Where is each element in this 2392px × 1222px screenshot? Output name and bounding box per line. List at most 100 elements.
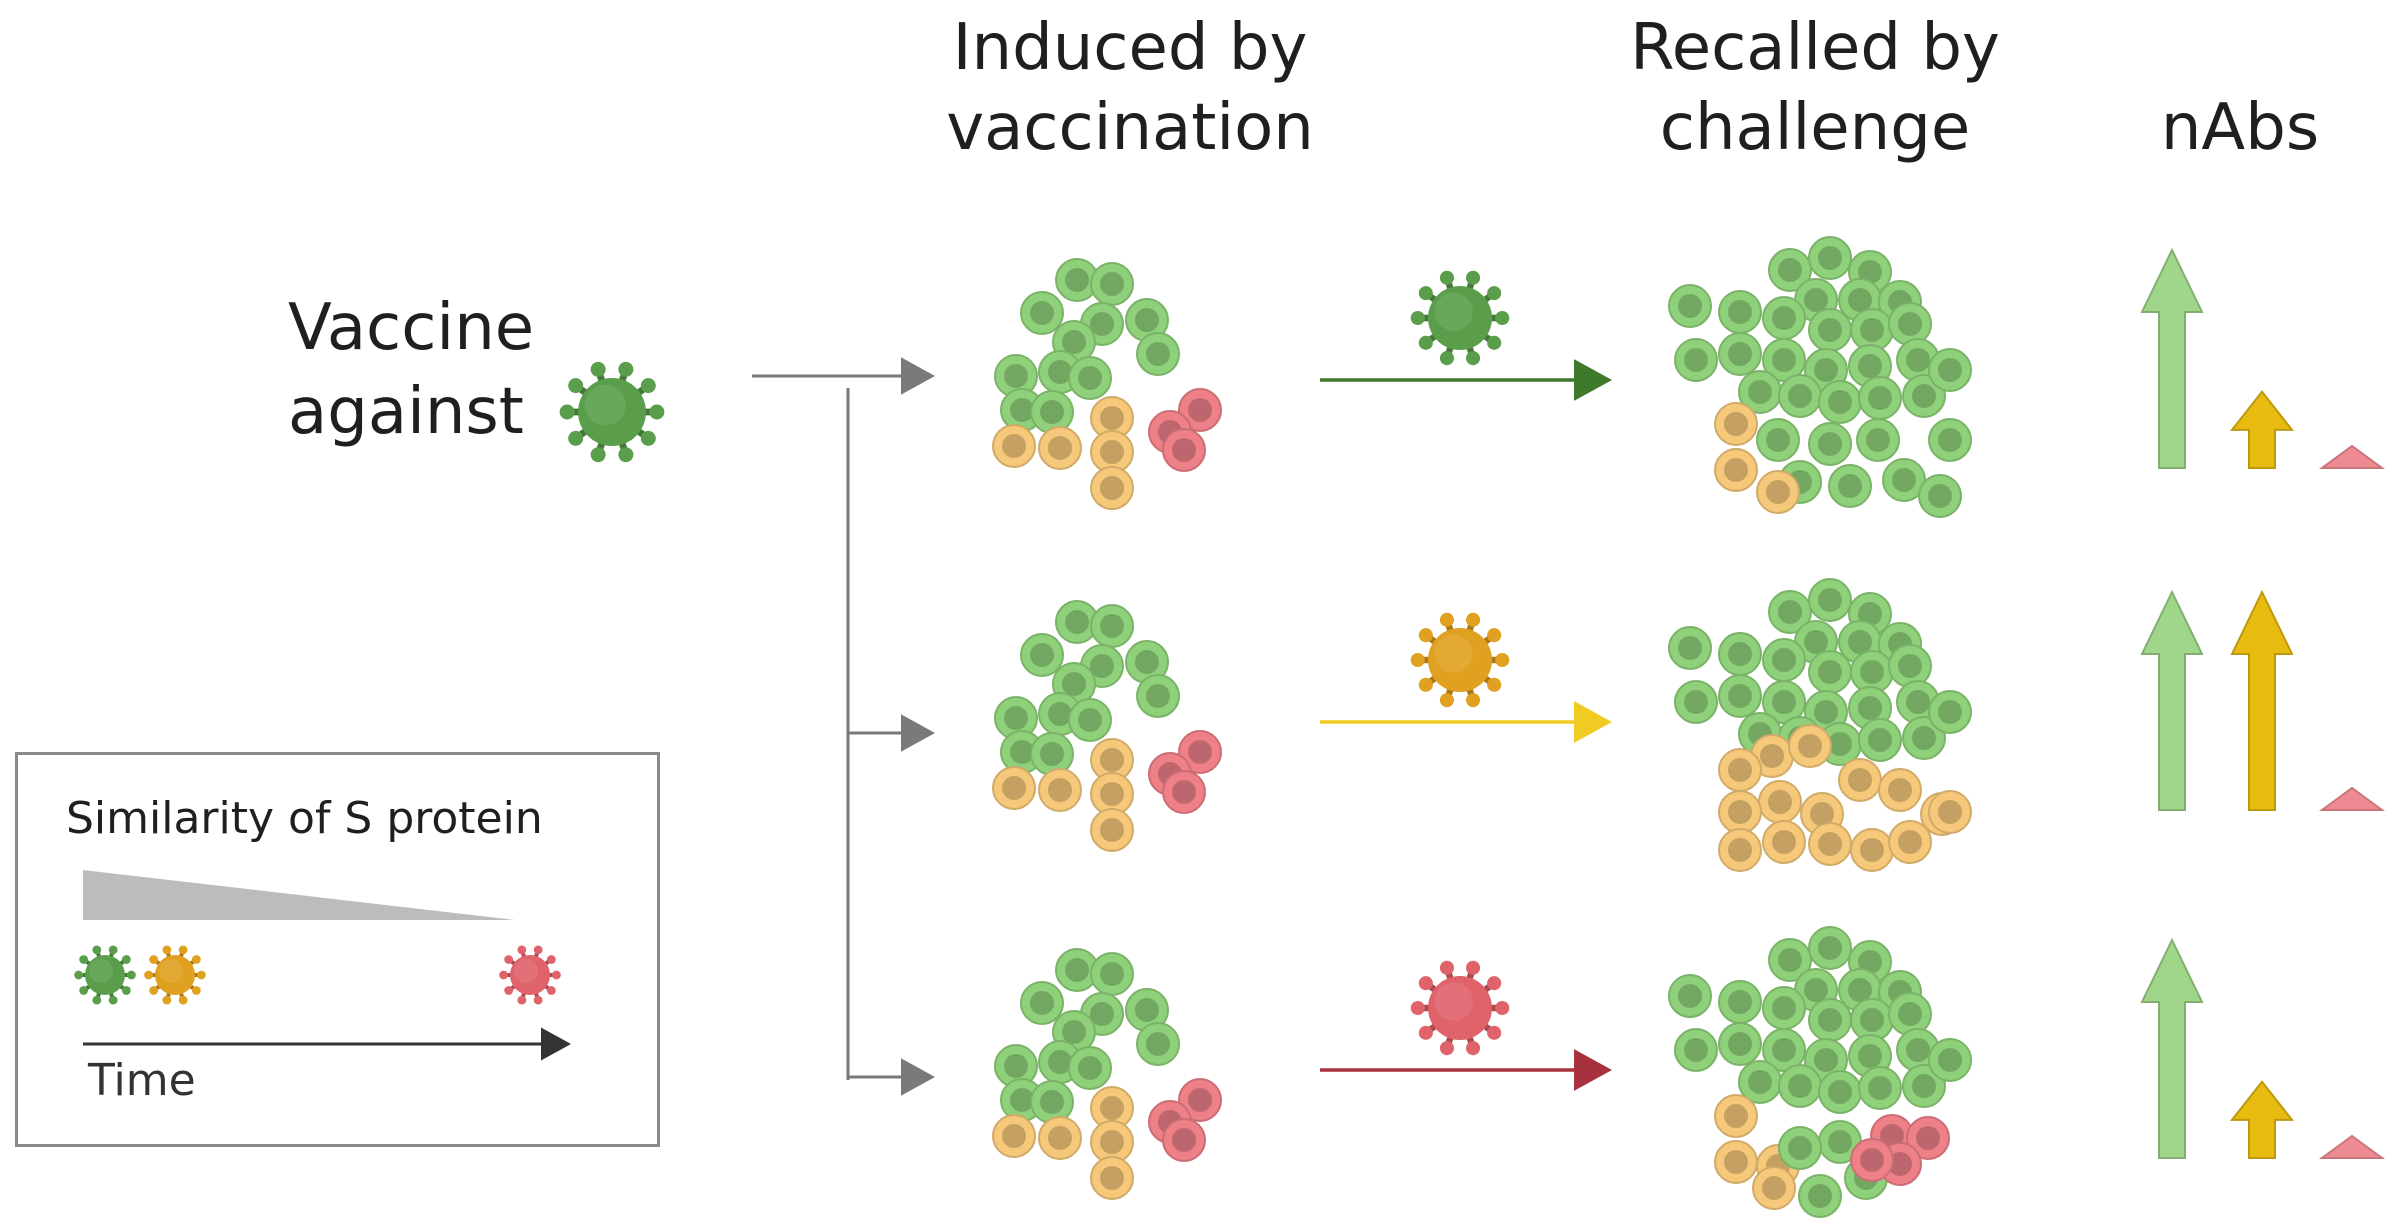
b-cell [1030, 390, 1074, 434]
cell-nucleus [1766, 480, 1790, 504]
cell-nucleus [1858, 354, 1882, 378]
b-cell [1178, 730, 1222, 774]
cell-nucleus [1078, 1056, 1102, 1080]
virus-highlight [514, 959, 538, 983]
recalled-b-cell-cluster [1668, 926, 1972, 1218]
virus-spike-tip [1439, 270, 1454, 285]
virus-spike-tip [162, 995, 172, 1005]
cell-nucleus [1684, 1038, 1708, 1062]
cell-nucleus [1818, 936, 1842, 960]
header-nabs-text: nAbs [2160, 91, 2320, 165]
b-cell [1808, 926, 1852, 970]
virus-spike-tip [121, 955, 131, 964]
virus-spike-tip [568, 430, 584, 446]
cell-nucleus [1898, 654, 1922, 678]
cell-nucleus [1838, 474, 1862, 498]
nabs-mark [2140, 589, 2204, 811]
cell-nucleus [1788, 1074, 1812, 1098]
b-cell [1718, 332, 1762, 376]
challenge-red-virus-icon [1410, 960, 1510, 1056]
virus-spike-tip [191, 955, 201, 964]
virus-spike-tip [149, 986, 159, 995]
virus-spike-tip [1418, 1025, 1433, 1040]
cell-nucleus [1828, 1130, 1852, 1154]
cell-nucleus [1065, 958, 1089, 982]
b-cell [1850, 998, 1894, 1042]
virus-spike-tip [1418, 976, 1433, 991]
cell-nucleus [1090, 1002, 1114, 1026]
b-cell [1756, 470, 1800, 514]
cell-nucleus [1010, 398, 1034, 422]
cell-nucleus [1188, 740, 1212, 764]
virus-spike-tip [1466, 1041, 1481, 1056]
cell-nucleus [1724, 1104, 1748, 1128]
b-cell [1768, 248, 1812, 292]
b-cell [1674, 1028, 1718, 1072]
cell-nucleus [1062, 330, 1086, 354]
cell-nucleus [1818, 588, 1842, 612]
virus-spike-tip [1487, 1025, 1502, 1040]
b-cell [1674, 680, 1718, 724]
cell-nucleus [1804, 630, 1828, 654]
cell-nucleus [1172, 1128, 1196, 1152]
branch-arrow-middle [848, 714, 935, 752]
b-cell [1714, 448, 1758, 492]
virus-spike-tip [92, 995, 102, 1005]
virus-spike-tip [1410, 1000, 1425, 1016]
legend-time-label: Time [88, 1055, 196, 1106]
b-cell [1668, 626, 1712, 670]
b-cell [1808, 822, 1852, 866]
vaccine-label-line2: against [288, 375, 524, 449]
cell-nucleus [1766, 428, 1790, 452]
header-recalled-line1: Recalled by [1630, 11, 2000, 85]
b-cell [1928, 348, 1972, 392]
cell-nucleus [1135, 650, 1159, 674]
b-cell [1136, 674, 1180, 718]
b-cell [1038, 1116, 1082, 1160]
b-cell [994, 1044, 1038, 1088]
header-induced-by-vaccination: Induced by vaccination [870, 8, 1390, 168]
cell-nucleus [1858, 950, 1882, 974]
virus-spike-tip [1487, 335, 1502, 350]
cell-nucleus [1172, 438, 1196, 462]
cell-nucleus [1866, 428, 1890, 452]
b-cell [1808, 422, 1852, 466]
b-cell [1714, 1094, 1758, 1138]
b-cell [1762, 986, 1806, 1030]
virus-spike-tip [108, 945, 118, 955]
cell-nucleus [1860, 660, 1884, 684]
b-cell [1828, 464, 1872, 508]
cell-nucleus [1048, 360, 1072, 384]
cell-nucleus [1804, 978, 1828, 1002]
challenge-arrow-green [1320, 359, 1612, 401]
cell-nucleus [1065, 610, 1089, 634]
cell-nucleus [1858, 1044, 1882, 1068]
cell-nucleus [1100, 1096, 1124, 1120]
b-cell [1038, 768, 1082, 812]
b-cell [1756, 418, 1800, 462]
cell-nucleus [1868, 386, 1892, 410]
cell-nucleus [1906, 348, 1930, 372]
b-cell [1928, 790, 1972, 834]
challenge-green-virus-icon [1410, 270, 1510, 366]
virus-spike-tip [1487, 286, 1502, 301]
b-cell [1068, 1046, 1112, 1090]
cell-nucleus [1004, 1054, 1028, 1078]
cell-nucleus [1048, 1050, 1072, 1074]
b-cell [1090, 604, 1134, 648]
virus-spike-tip [533, 945, 543, 955]
cell-nucleus [1768, 790, 1792, 814]
b-cell [1888, 820, 1932, 864]
legend-yellow-virus-icon [144, 945, 206, 1005]
legend-green-virus-icon [74, 945, 136, 1005]
cell-nucleus [1065, 268, 1089, 292]
b-cell [1178, 388, 1222, 432]
b-cell [1778, 1126, 1822, 1170]
cell-nucleus [1938, 800, 1962, 824]
cell-nucleus [1728, 300, 1752, 324]
virus-spike-tip [1487, 976, 1502, 991]
cell-nucleus [1724, 1150, 1748, 1174]
cell-nucleus [1808, 1184, 1832, 1208]
cell-nucleus [1938, 358, 1962, 382]
